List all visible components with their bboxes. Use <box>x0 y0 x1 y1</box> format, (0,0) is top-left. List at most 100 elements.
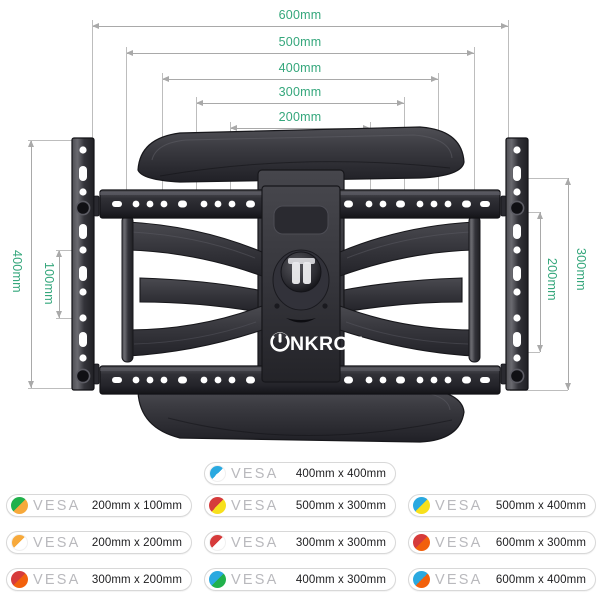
vesa-badge-300x200[interactable]: VESA 300mm x 200mm <box>6 568 192 591</box>
dimension-arrow-right-200-top <box>536 212 543 219</box>
vesa-label: VESA <box>33 497 81 514</box>
dimension-arrow-left-400-bottom <box>27 381 34 388</box>
vesa-size-value: 500mm x 300mm <box>295 499 386 512</box>
dimension-label-200: 200mm <box>278 110 322 124</box>
extension-line-right-300-bottom <box>510 390 568 391</box>
vesa-badge-400x300[interactable]: VESA 400mm x 300mm <box>204 568 396 591</box>
vesa-logo-icon <box>413 571 430 588</box>
dimension-arrow-600-left <box>92 22 99 29</box>
dimension-line-500 <box>126 53 474 54</box>
vesa-logo-icon <box>11 534 28 551</box>
vesa-label: VESA <box>231 571 279 588</box>
vesa-size-value: 300mm x 200mm <box>91 573 182 586</box>
vesa-badge-300x300[interactable]: VESA 300mm x 300mm <box>204 531 396 554</box>
top-crossbar-holes <box>112 200 490 208</box>
dimension-arrow-right-300-top <box>564 178 571 185</box>
vesa-logo-icon <box>209 497 226 514</box>
left-wall-rail <box>71 137 100 391</box>
dimension-arrow-200-left <box>230 124 237 131</box>
dimension-arrow-300-right <box>397 99 404 106</box>
dimension-label-600: 600mm <box>278 8 322 22</box>
plate-recess <box>273 205 329 235</box>
vesa-badge-500x400[interactable]: VESA 500mm x 400mm <box>408 494 596 517</box>
vesa-size-value: 600mm x 400mm <box>495 573 586 586</box>
vesa-size-value: 600mm x 300mm <box>495 536 586 549</box>
vesa-logo-icon <box>209 571 226 588</box>
vesa-badge-200x100[interactable]: VESA 200mm x 100mm <box>6 494 192 517</box>
vesa-logo-icon <box>209 465 226 482</box>
dimension-line-200 <box>230 128 370 129</box>
vesa-logo-icon <box>11 497 28 514</box>
vesa-size-value: 200mm x 200mm <box>91 536 182 549</box>
dimension-arrow-300-left <box>196 99 203 106</box>
vesa-size-value: 300mm x 300mm <box>295 536 386 549</box>
dimension-arrow-left-100-bottom <box>55 311 62 318</box>
dimension-arrow-400-left <box>162 75 169 82</box>
extension-line-500-right <box>474 47 475 190</box>
vesa-label: VESA <box>33 571 81 588</box>
vesa-label: VESA <box>33 534 81 551</box>
vesa-logo-icon <box>413 497 430 514</box>
vesa-size-value: 400mm x 400mm <box>295 467 386 480</box>
left-rail-pivot-top <box>75 200 91 216</box>
dimension-label-right-200: 200mm <box>545 258 559 301</box>
extension-line-left-400-bottom <box>28 388 90 389</box>
right-arm-assembly <box>339 215 481 363</box>
dimension-line-600 <box>92 26 508 27</box>
dimension-label-300: 300mm <box>278 85 322 99</box>
left-rail-pivot-bottom <box>75 368 91 384</box>
vesa-size-value: 400mm x 300mm <box>295 573 386 586</box>
right-rail-holes <box>513 146 521 383</box>
dimension-label-400: 400mm <box>278 61 322 75</box>
vesa-label: VESA <box>435 571 483 588</box>
extension-line-right-300-top <box>510 178 568 179</box>
dimension-label-right-300: 300mm <box>574 248 588 291</box>
dimension-arrow-right-300-bottom <box>564 383 571 390</box>
dimension-arrow-600-right <box>501 22 508 29</box>
dimension-arrow-right-200-bottom <box>536 345 543 352</box>
vesa-badge-400x400[interactable]: VESA 400mm x 400mm <box>204 462 396 485</box>
vesa-logo-icon <box>413 534 430 551</box>
vesa-logo-icon <box>209 534 226 551</box>
extension-line-600-left <box>92 20 93 190</box>
vesa-size-value: 200mm x 100mm <box>91 499 182 512</box>
bottom-crossbar-holes <box>112 376 490 384</box>
dimension-arrow-left-100-top <box>55 250 62 257</box>
extension-line-600-right <box>508 20 509 190</box>
dimension-line-left-400 <box>31 140 32 388</box>
onkron-logo: NKRON <box>270 332 364 355</box>
vesa-label: VESA <box>231 534 279 551</box>
vesa-logo-icon <box>11 571 28 588</box>
center-mounting-plate: NKRON <box>261 185 364 383</box>
vesa-label: VESA <box>435 497 483 514</box>
vesa-label: VESA <box>231 497 279 514</box>
dimension-line-right-300 <box>568 178 569 390</box>
extension-line-400-left <box>162 73 163 190</box>
extension-line-left-400-top <box>28 140 90 141</box>
vesa-label: VESA <box>231 465 279 482</box>
dimension-label-500: 500mm <box>278 35 322 49</box>
right-rail-pivot-bottom <box>509 368 525 384</box>
vesa-size-value: 500mm x 400mm <box>495 499 586 512</box>
dimension-arrow-500-left <box>126 49 133 56</box>
vesa-badge-600x300[interactable]: VESA 600mm x 300mm <box>408 531 596 554</box>
dimension-line-400 <box>162 79 438 80</box>
left-arm-assembly <box>121 215 263 363</box>
dimension-label-left-100: 100mm <box>42 262 56 305</box>
right-wall-rail <box>500 137 529 391</box>
brand-wordmark: NKRON <box>290 333 364 355</box>
dimension-label-left-400: 400mm <box>10 250 24 293</box>
right-rail-pivot-top <box>509 200 525 216</box>
extension-line-500-left <box>126 47 127 190</box>
vesa-badge-600x400[interactable]: VESA 600mm x 400mm <box>408 568 596 591</box>
tv-wall-mount-illustration: NKRON <box>71 126 529 443</box>
dimension-line-right-200 <box>540 212 541 352</box>
upper-curved-arm <box>137 126 465 183</box>
dimension-arrow-left-400-top <box>27 140 34 147</box>
vesa-badge-500x300[interactable]: VESA 500mm x 300mm <box>204 494 396 517</box>
vesa-label: VESA <box>435 534 483 551</box>
dimension-arrow-400-right <box>431 75 438 82</box>
vesa-badge-200x200[interactable]: VESA 200mm x 200mm <box>6 531 192 554</box>
dimension-arrow-500-right <box>467 49 474 56</box>
